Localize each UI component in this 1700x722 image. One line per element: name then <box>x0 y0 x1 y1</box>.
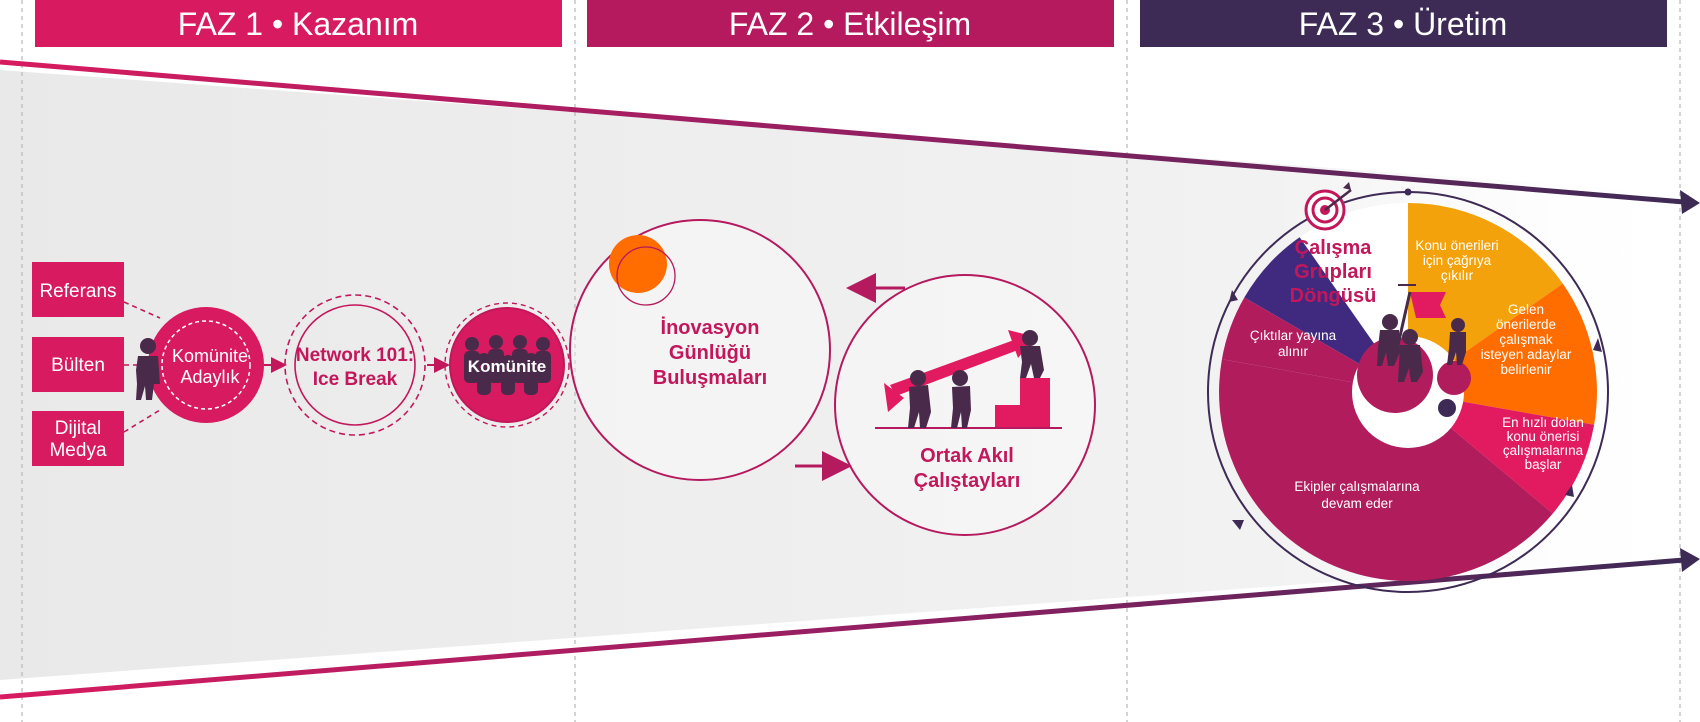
source-box-bulten <box>32 337 124 392</box>
phase-dividers <box>21 0 1681 722</box>
teamwork-illustration <box>875 330 1062 429</box>
source-label-referans: Referans <box>39 281 116 302</box>
step-label-network-101: Network 101:Ice Break <box>296 345 414 390</box>
target-icon <box>1304 182 1352 231</box>
phase-header-3: FAZ 3 • Üretim <box>1140 0 1667 47</box>
source-label-bulten: Bülten <box>51 355 105 376</box>
step-komunite-adaylik <box>148 307 264 423</box>
phase-title-3: FAZ 3 • Üretim <box>1299 6 1508 42</box>
climbing-figures-illustration <box>1377 284 1466 382</box>
phase-header-2: FAZ 2 • Etkileşim <box>587 0 1114 47</box>
wheel-segment-ekipler <box>1219 359 1553 581</box>
community-group-icon <box>464 335 551 395</box>
step-network-101 <box>284 294 426 436</box>
person-icon <box>136 338 160 400</box>
phase-title-2: FAZ 2 • Etkileşim <box>729 6 971 42</box>
funnel-arrows <box>0 59 1700 700</box>
orange-dot <box>609 235 667 293</box>
phase-title-1: FAZ 1 • Kazanım <box>178 6 419 42</box>
source-box-dijital-medya <box>32 411 124 466</box>
phase-header-1: FAZ 1 • Kazanım <box>35 0 562 47</box>
hub-bubble <box>1438 399 1456 417</box>
source-box-referans <box>32 262 124 317</box>
wheel-segment-konu <box>1408 203 1563 392</box>
funnel-background <box>0 70 1700 680</box>
step-label-komunite: Komünite <box>468 357 546 376</box>
hub-bubble <box>1437 361 1471 395</box>
